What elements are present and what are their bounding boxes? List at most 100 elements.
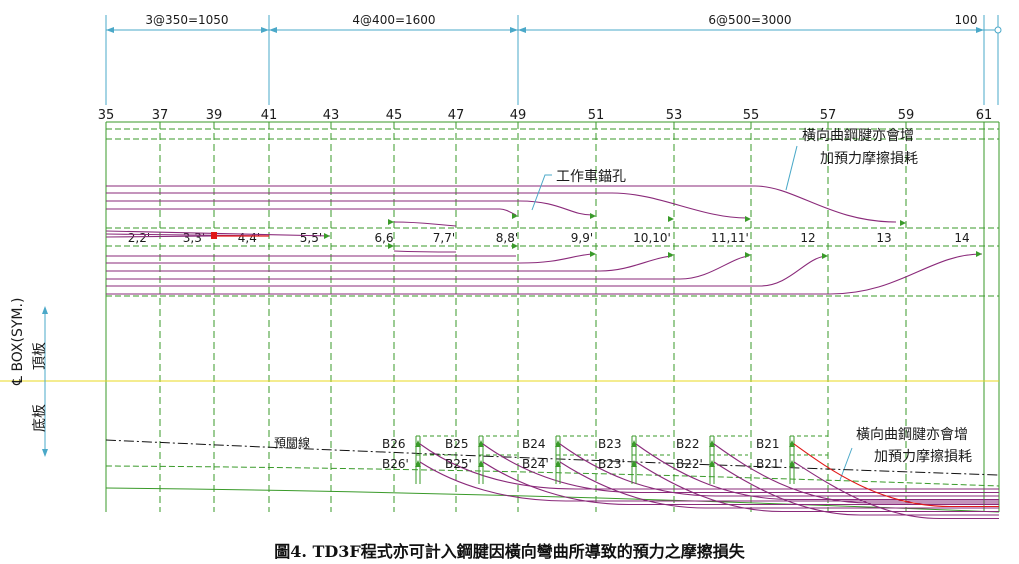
dimension-label: 3@350=1050 <box>145 13 228 27</box>
bottom-tendon-label: B23 <box>598 437 622 451</box>
anchor-triangle <box>745 216 751 222</box>
grid-curve <box>105 465 1000 487</box>
tendon-path <box>106 255 673 272</box>
anchor-box <box>556 435 594 456</box>
segment-label: 11,11' <box>711 231 749 245</box>
dimension-label: 100 <box>955 13 978 27</box>
anchor-box <box>632 435 670 456</box>
bottom-tendon-path <box>793 443 999 508</box>
gridline-label: 61 <box>976 108 993 123</box>
anchor-triangle <box>512 243 518 249</box>
segment-label: 5,5' <box>300 231 322 245</box>
dimension-arrow <box>976 27 984 33</box>
lateral-bend-note-top: 橫向曲鋼腱亦會增 <box>802 128 914 144</box>
anchor-triangle <box>415 460 421 467</box>
tendon-path <box>106 192 748 219</box>
tendon-path <box>106 253 593 264</box>
tendon-path <box>105 235 215 238</box>
tendon-path <box>106 200 593 216</box>
bottom-tendon-path <box>482 443 999 494</box>
bottom-tendon-path <box>713 443 999 504</box>
tendon-path <box>393 221 457 227</box>
bottom-tendon-label: B26' <box>382 457 409 471</box>
anchor-triangle <box>555 460 561 467</box>
segment-label: 4,4' <box>238 231 260 245</box>
anchor-triangle <box>668 216 674 222</box>
drawing-labels: 3@350=1050 4@400=1600 6@500=3000 100 工作車… <box>10 13 977 465</box>
reference-line <box>105 439 1000 476</box>
dimension-arrow <box>518 27 526 33</box>
anchor-triangle <box>789 460 795 467</box>
anchor-triangle <box>478 440 484 447</box>
anchor-triangle <box>745 252 751 258</box>
anchor-triangle <box>555 440 561 447</box>
gridline-label: 45 <box>386 108 403 123</box>
anchor-triangle <box>590 213 596 219</box>
lateral-bend-note-bottom: 橫向曲鋼腱亦會增 <box>856 427 968 443</box>
gridline-label: 47 <box>448 108 465 123</box>
slab-arrow-head <box>42 306 48 314</box>
gridline-label: 43 <box>323 108 340 123</box>
bottom-tendon-path <box>713 461 999 516</box>
bottom-tendon-path <box>559 443 999 497</box>
bottom-tendon-label: B21 <box>756 437 780 451</box>
bottom-tendon-path <box>419 461 999 502</box>
gridline-label: 51 <box>588 108 605 123</box>
anchor-triangle <box>631 460 637 467</box>
figure-caption: 圖4. TD3F程式亦可計入鋼腱因橫向彎曲所導致的預力之摩擦損失 <box>274 542 745 561</box>
slab-arrow-head <box>42 449 48 457</box>
tendon-path <box>393 250 457 253</box>
anchor-triangle <box>388 219 394 225</box>
leader-line <box>839 447 853 481</box>
segment-label: 2,2' <box>128 231 150 245</box>
bottom-tendon-label: B24 <box>522 437 546 451</box>
anchor-triangle <box>709 460 715 467</box>
gridline-label: 53 <box>666 108 683 123</box>
bottom-slab-label: 底板 <box>32 404 48 432</box>
segment-label: 14 <box>954 231 969 245</box>
bottom-tendon-label: B24' <box>522 457 549 471</box>
leader-line <box>531 174 552 211</box>
grid-lines <box>0 121 1000 512</box>
gridline-label: 39 <box>206 108 223 123</box>
gridline-label: 59 <box>898 108 915 123</box>
segment-label: 6,6 <box>374 231 393 245</box>
bottom-tendon-label: B25 <box>445 437 469 451</box>
bottom-soffit <box>105 487 1000 513</box>
bottom-tendon-label: B26 <box>382 437 406 451</box>
gridline-label: 57 <box>820 108 837 123</box>
segment-label: 7,7' <box>433 231 455 245</box>
anchor-triangle <box>789 440 795 447</box>
lateral-bend-note-top: 加預力摩擦損耗 <box>820 150 918 167</box>
centerline-box-label: ℄ BOX(SYM.) <box>10 298 26 386</box>
anchor-triangle <box>822 253 828 259</box>
anchor-triangle <box>415 440 421 447</box>
bottom-tendon-path <box>482 461 999 506</box>
anchor-triangle <box>631 440 637 447</box>
bottom-tendon-label: B21' <box>756 457 783 471</box>
dimension-arrow <box>261 27 269 33</box>
anchor-triangle <box>976 251 982 257</box>
segment-label: 10,10' <box>633 231 671 245</box>
anchor-triangle <box>709 440 715 447</box>
anchor-triangle <box>388 243 394 249</box>
anchor-triangle <box>668 252 674 258</box>
segment-label: 9,9' <box>571 231 593 245</box>
red-marker <box>211 232 217 239</box>
bottom-tendon-path <box>793 461 999 520</box>
lateral-bend-note-bottom: 加預力摩擦損耗 <box>874 448 972 465</box>
tendon-path <box>105 230 331 237</box>
gridline-label: 35 <box>98 108 115 123</box>
bottom-slab-tendons: B26B26'B25B25'B24B24'B23B23'B22B22'B21B2… <box>105 435 1000 520</box>
leader-line <box>785 145 798 191</box>
anchor-triangle <box>478 460 484 467</box>
tendon-path <box>106 185 897 223</box>
gridline-label: 55 <box>743 108 760 123</box>
segment-label: 12 <box>800 231 815 245</box>
dimension-arrow <box>510 27 518 33</box>
tendon-path <box>106 255 750 280</box>
segment-label: 8,8' <box>496 231 518 245</box>
